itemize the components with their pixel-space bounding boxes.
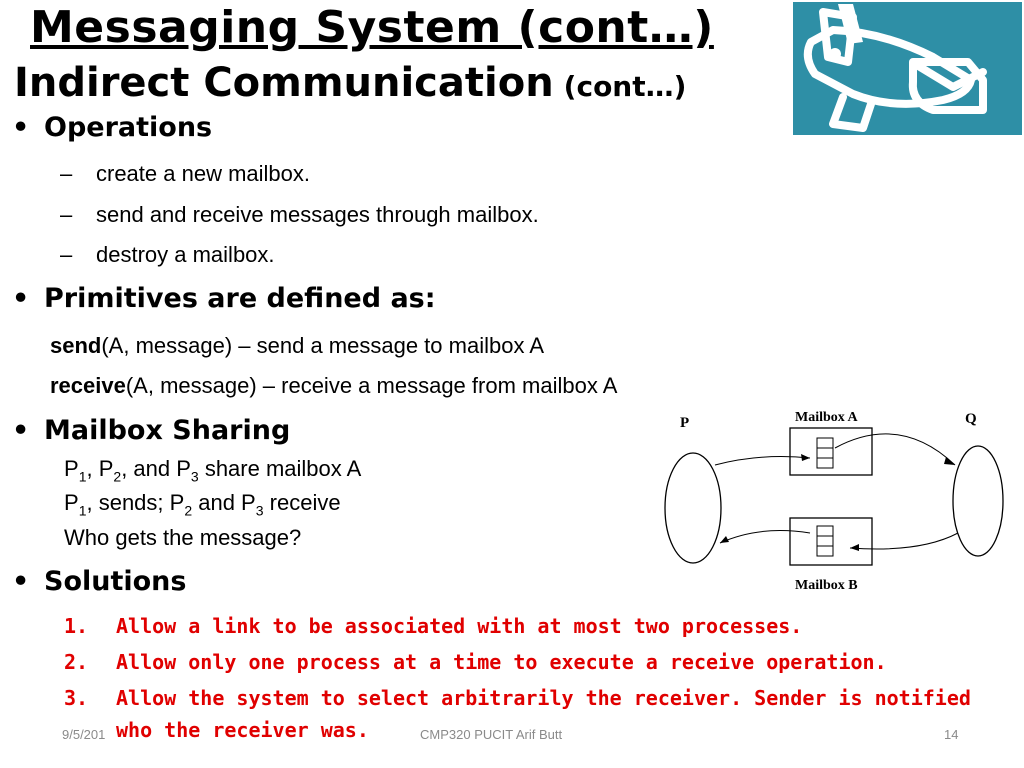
subtitle-suffix: (cont…)	[563, 70, 687, 103]
receive-keyword: receive	[50, 373, 126, 398]
process-p-ellipse	[664, 452, 722, 564]
process-q-ellipse	[952, 445, 1004, 557]
dash-marker: –	[60, 202, 73, 227]
airplane-mail-icon	[793, 2, 1022, 135]
solutions-heading: Solutions	[44, 566, 187, 597]
mailbox-a-box	[789, 427, 873, 476]
bullet-marker: •	[12, 415, 30, 446]
mailbox-a-label: Mailbox A	[795, 410, 859, 425]
solution-item-continued: who the receiver was.	[116, 718, 369, 742]
operations-item: –destroy a mailbox.	[60, 242, 275, 267]
bullet-marker: •	[12, 112, 30, 143]
bullet-marker: •	[12, 283, 30, 314]
footer-page-number: 14	[944, 727, 959, 742]
sharing-heading: Mailbox Sharing	[44, 415, 291, 446]
dash-marker: –	[60, 161, 73, 186]
send-keyword: send	[50, 333, 102, 358]
primitive-send: send(A, message) – send a message to mai…	[50, 333, 545, 358]
bullet-primitives: • Primitives are defined as:	[12, 283, 436, 314]
subtitle-text: Indirect Communication	[14, 60, 554, 106]
mailbox-diagram: P Q Mailbox A Mailbox B	[660, 403, 1005, 598]
primitive-receive: receive(A, message) – receive a message …	[50, 373, 618, 398]
footer-course: CMP320 PUCIT Arif Butt	[420, 727, 563, 742]
sharing-line-1: P1, P2, and P3 share mailbox A	[64, 456, 362, 485]
operations-heading: Operations	[44, 112, 213, 143]
mailbox-b-box	[789, 517, 873, 566]
primitives-heading: Primitives are defined as:	[44, 283, 436, 314]
mailbox-b-label: Mailbox B	[795, 578, 858, 593]
footer-date: 9/5/201	[62, 727, 106, 742]
operations-item: –create a new mailbox.	[60, 161, 310, 186]
process-p-label: P	[680, 415, 689, 431]
bullet-mailbox-sharing: • Mailbox Sharing	[12, 415, 290, 446]
bullet-solutions: • Solutions	[12, 566, 186, 597]
slide-title: Messaging System (cont…)	[30, 2, 714, 53]
bullet-operations: • Operations	[12, 112, 212, 143]
sharing-line-3: Who gets the message?	[64, 525, 302, 550]
dash-marker: –	[60, 242, 73, 267]
solution-item: 2.Allow only one process at a time to ex…	[64, 650, 887, 674]
operations-item: –send and receive messages through mailb…	[60, 202, 539, 227]
sharing-line-2: P1, sends; P2 and P3 receive	[64, 490, 341, 519]
slide-subtitle: Indirect Communication (cont…)	[14, 60, 686, 106]
solution-item: 3.Allow the system to select arbitrarily…	[64, 686, 971, 710]
solution-item: 1.Allow a link to be associated with at …	[64, 614, 803, 638]
bullet-marker: •	[12, 566, 30, 597]
process-q-label: Q	[965, 411, 977, 427]
